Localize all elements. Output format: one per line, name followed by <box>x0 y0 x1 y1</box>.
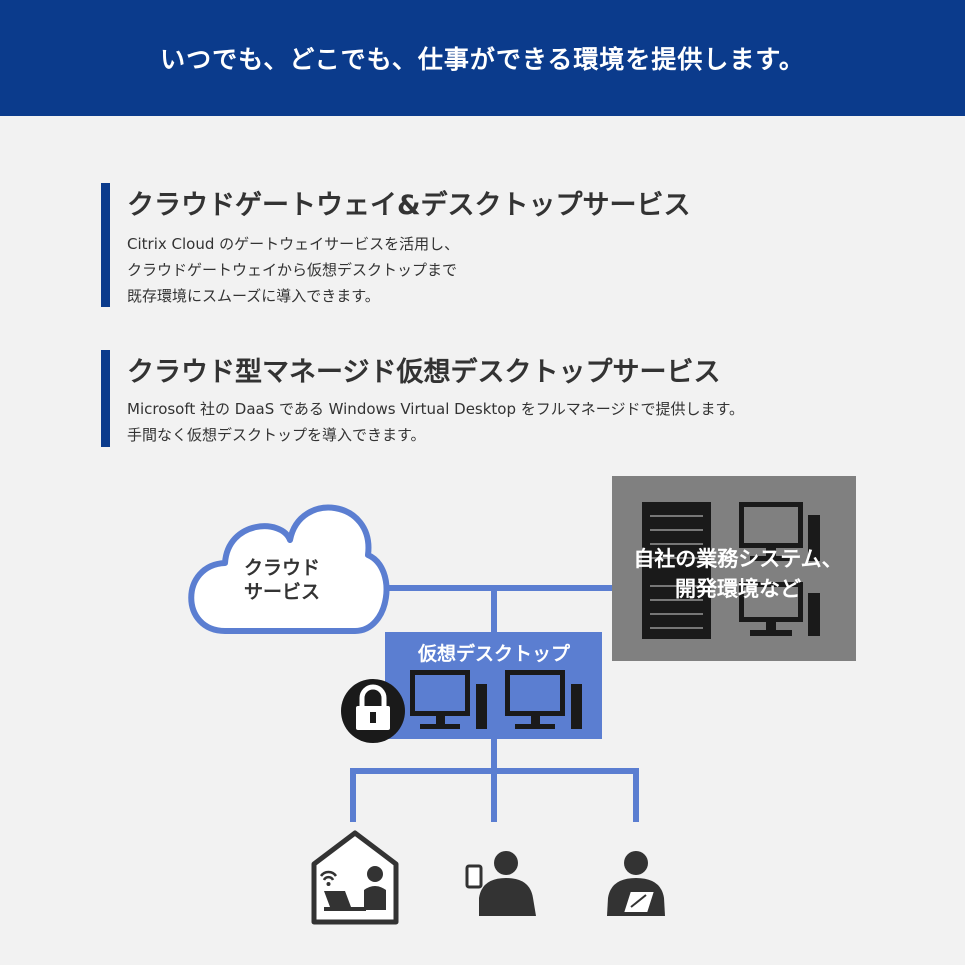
smartphone-user-icon <box>465 851 536 916</box>
section-gateway: クラウドゲートウェイ&デスクトップサービス Citrix Cloud のゲートウ… <box>101 183 861 307</box>
description-line: Citrix Cloud のゲートウェイサービスを活用し、 <box>127 235 460 253</box>
page-title: いつでも、どこでも、仕事ができる環境を提供します。 <box>160 45 805 74</box>
header-banner: いつでも、どこでも、仕事ができる環境を提供します。 <box>0 0 965 116</box>
cloud-label: クラウド <box>244 557 320 579</box>
onprem-label: 開発環境など <box>675 577 801 601</box>
connector-lines <box>350 585 639 822</box>
onprem-label: 自社の業務システム、 <box>633 547 842 571</box>
section-accent-bar <box>101 350 110 447</box>
workstation-icon <box>739 582 820 636</box>
description-line: 既存環境にスムーズに導入できます。 <box>127 287 380 305</box>
workstation-icon <box>739 502 820 561</box>
desktop-pc-icon <box>410 670 487 729</box>
section-title: クラウドゲートウェイ&デスクトップサービス <box>127 190 691 221</box>
server-rack-icon <box>642 502 711 639</box>
lock-icon <box>341 679 405 743</box>
section-description: Citrix Cloud のゲートウェイサービスを活用し、 クラウドゲートウェイ… <box>127 231 459 309</box>
section-title: クラウド型マネージド仮想デスクトップサービス <box>127 357 721 388</box>
cloud-icon <box>188 504 390 634</box>
branch-line <box>350 768 639 822</box>
vdesktop-label: 仮想デスクトップ <box>417 642 571 665</box>
section-accent-bar <box>101 183 110 307</box>
virtual-desktop-node: 仮想デスクトップ <box>385 632 602 739</box>
home-worker-icon <box>311 830 399 925</box>
description-line: クラウドゲートウェイから仮想デスクトップまで <box>127 261 458 279</box>
section-managed-vdi: クラウド型マネージド仮想デスクトップサービス Microsoft 社の DaaS… <box>101 350 891 447</box>
cloud-label: サービス <box>244 581 320 603</box>
section-description: Microsoft 社の DaaS である Windows Virtual De… <box>127 396 744 448</box>
tablet-user-icon <box>607 851 665 916</box>
cloud-service-node: クラウド サービス <box>188 504 390 634</box>
description-line: Microsoft 社の DaaS である Windows Virtual De… <box>127 400 744 418</box>
desktop-pc-icon <box>505 670 582 729</box>
description-line: 手間なく仮想デスクトップを導入できます。 <box>127 426 426 444</box>
onprem-systems-node: 自社の業務システム、 開発環境など <box>612 476 856 661</box>
